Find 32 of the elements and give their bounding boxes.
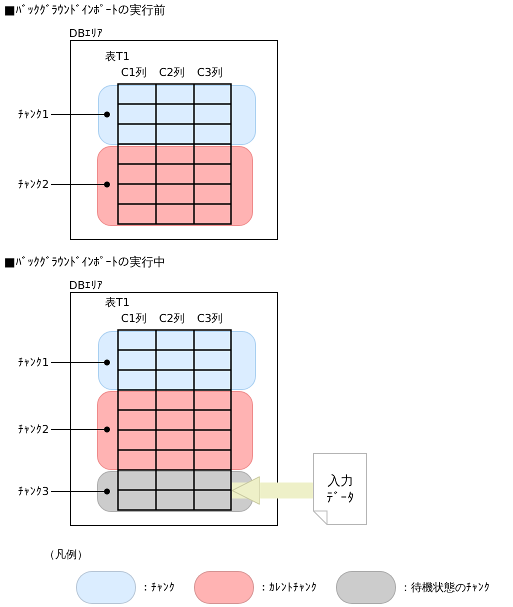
legend-heading: （凡例） (44, 548, 88, 561)
column-header: C3列 (197, 312, 223, 325)
chunk-band (98, 331, 256, 390)
legend-label: ：ｶﾚﾝﾄﾁｬﾝｸ (258, 581, 317, 594)
leader-line (50, 112, 110, 118)
document-text: 入力ﾃﾞｰﾀ (326, 473, 355, 507)
leader-line (50, 182, 110, 188)
legend-label: ：待機状態のﾁｬﾝｸ (400, 581, 490, 594)
area-heading: DBｴﾘｱ (69, 279, 104, 292)
chunk-label: ﾁｬﾝｸ1 (18, 356, 49, 369)
section-heading: ■ﾊﾞｯｸｸﾞﾗｳﾝﾄﾞｲﾝﾎﾟｰﾄの実行中 (4, 256, 166, 269)
chunk-band (97, 391, 253, 470)
table-name: 表T1 (105, 296, 130, 309)
column-header: C1列 (121, 312, 147, 325)
chunk-label: ﾁｬﾝｸ2 (18, 178, 49, 191)
column-header: C1列 (121, 66, 147, 79)
section-heading: ■ﾊﾞｯｸｸﾞﾗｳﾝﾄﾞｲﾝﾎﾟｰﾄの実行前 (4, 4, 166, 17)
chunk-band (97, 146, 253, 226)
document-shape (313, 453, 367, 525)
table-name: 表T1 (105, 50, 130, 63)
chunk-label: ﾁｬﾝｸ1 (18, 108, 49, 121)
column-header: C2列 (159, 66, 185, 79)
leader-line (50, 488, 110, 494)
column-header: C2列 (159, 312, 185, 325)
chunk-label: ﾁｬﾝｸ3 (18, 485, 49, 498)
chunk-label: ﾁｬﾝｸ2 (18, 423, 49, 436)
leader-line (50, 426, 110, 432)
column-header: C3列 (197, 66, 223, 79)
chunk-band (98, 85, 256, 145)
area-heading: DBｴﾘｱ (69, 27, 104, 40)
leader-line (50, 360, 110, 366)
legend-label: ：ﾁｬﾝｸ (140, 581, 175, 594)
